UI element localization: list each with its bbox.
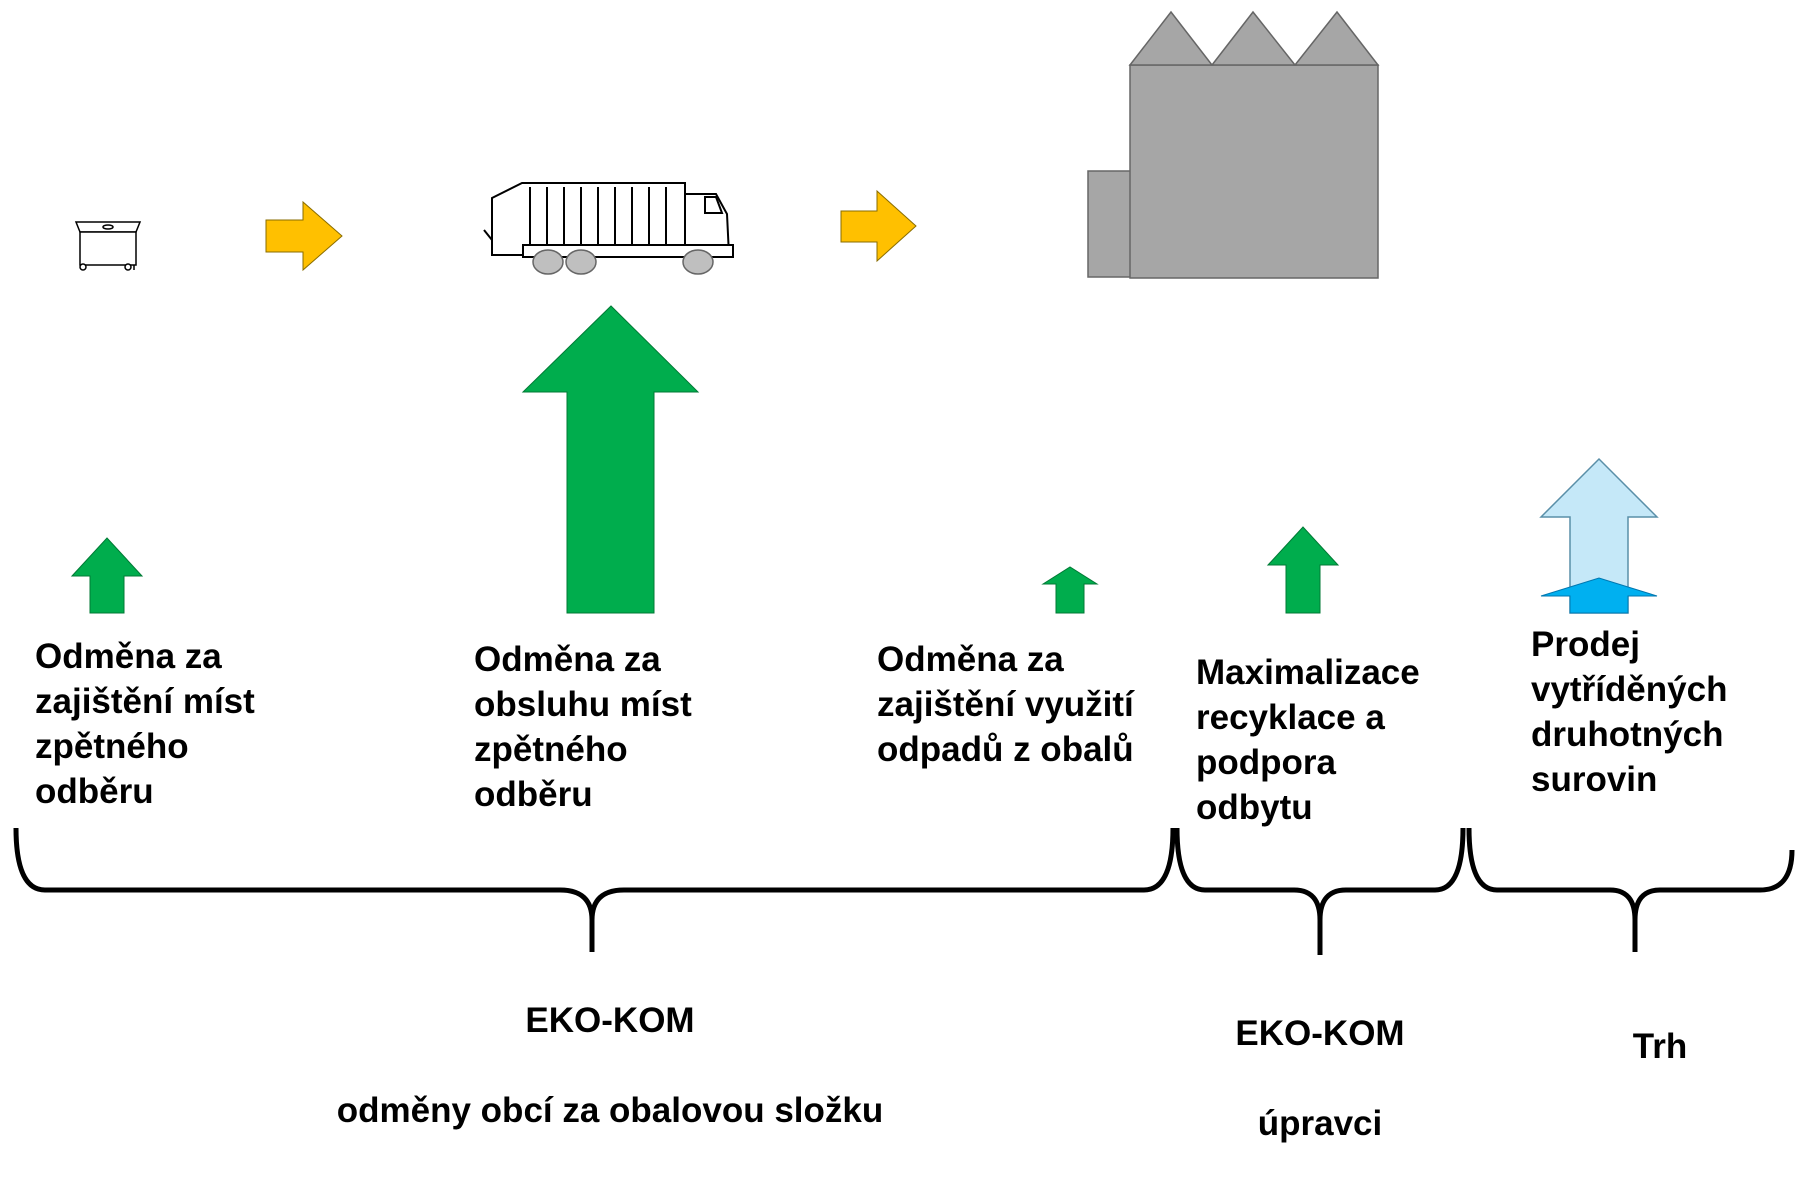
group-title: EKO-KOM [1235, 1014, 1405, 1053]
factory-icon [1087, 10, 1380, 279]
group-label-market: Trh [1560, 979, 1760, 1114]
stage-label-1: Odměna za zajištění míst zpětného odběru [35, 637, 255, 811]
market-arrow-blue [1540, 577, 1658, 614]
flow-arrow-2 [840, 189, 917, 263]
group-subtitle: úpravci [1257, 1104, 1383, 1143]
reward-arrow-4 [1266, 526, 1340, 614]
group-subtitle: odměny obcí za obalovou složku [336, 1091, 884, 1130]
market-arrow-light [1539, 457, 1659, 614]
flow-arrow-1 [265, 200, 343, 272]
brace-2 [1174, 827, 1466, 955]
brace-1 [13, 827, 1176, 952]
reward-arrow-1 [70, 537, 144, 614]
group-label-ekokom-municipalities: EKO-KOM odměny obcí za obalovou složku [280, 953, 940, 1178]
brace-3 [1466, 827, 1795, 952]
waste-container-icon [74, 221, 142, 271]
stage-label-5: Prodej vytříděných druhotných surovin [1531, 625, 1728, 799]
garbage-truck-icon [483, 182, 734, 275]
stage-label-4: Maximalizace recyklace a podpora odbytu [1196, 653, 1420, 827]
reward-arrow-2 [521, 305, 700, 614]
stage-label-3: Odměna za zajištění využití odpadů z oba… [877, 640, 1134, 769]
reward-arrow-3 [1041, 566, 1099, 614]
group-title: Trh [1632, 1027, 1688, 1066]
group-label-ekokom-processors: EKO-KOM úpravci [1180, 966, 1460, 1191]
group-title: EKO-KOM [525, 1001, 695, 1040]
stage-label-2: Odměna za obsluhu míst zpětného odběru [474, 640, 692, 814]
flow-diagram [13, 10, 1795, 955]
